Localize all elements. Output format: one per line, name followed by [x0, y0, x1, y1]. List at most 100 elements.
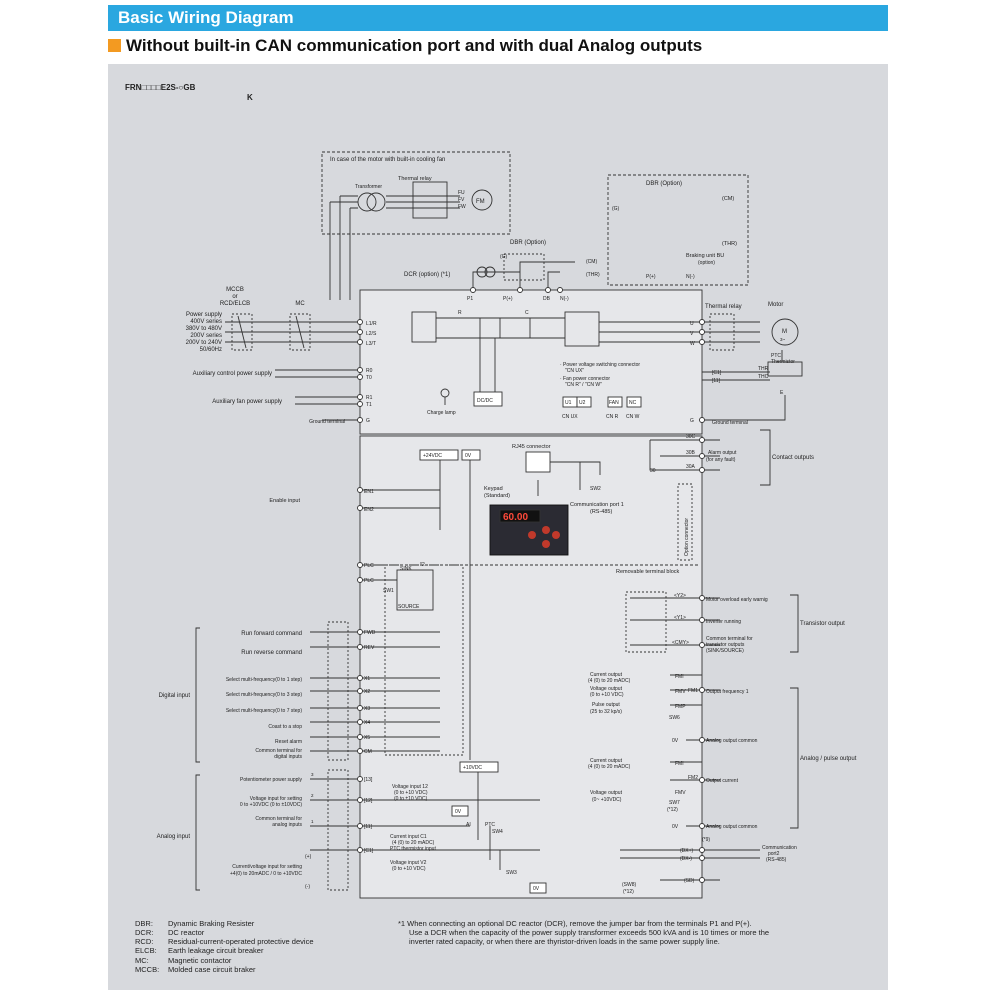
t-30c: 30C [686, 434, 696, 440]
power-380v-label: 380V to 480V [186, 326, 222, 332]
t-fwd: FWD [364, 630, 376, 636]
v12-label3: (0 to ±10 VDC) [394, 796, 428, 802]
legend-mccb-key: MCCB: [135, 965, 159, 974]
output-current-label: Output current [706, 778, 739, 784]
thermal-relay-label: Thermal relay [398, 176, 432, 182]
t-dxp: (DX+) [680, 848, 694, 854]
fm-label: FM [476, 199, 485, 205]
dcdc-label: DC/DC [477, 398, 493, 404]
plus-label: (+) [305, 854, 312, 860]
t-c1: [C1] [364, 848, 374, 854]
footnote-line2: Use a DCR when the capacity of the power… [409, 928, 769, 937]
power-section-box [359, 289, 703, 435]
transformer-label: Transformer [355, 184, 382, 190]
braking-unit-label: Braking unit BU [686, 253, 724, 259]
subtitle-text: Without built-in CAN communication port … [126, 36, 703, 55]
sw3-label: SW3 [506, 870, 517, 876]
t-x3: X3 [364, 706, 370, 712]
sw8-label: (SW8) [622, 882, 637, 888]
t-sd: (SD) [684, 878, 695, 884]
t-r0: R0 [366, 368, 373, 374]
t-l3t: L3/T [366, 341, 376, 347]
e-label: E [780, 390, 784, 396]
or-label: or [232, 294, 237, 300]
comm2-label2: port2 [768, 851, 780, 857]
vin-label2: 0 to +10VDC (0 to ±10VDC) [240, 802, 302, 808]
t-l1r: L1/R [366, 321, 377, 327]
com-label2: analog inputs [272, 822, 302, 828]
t-cm: CM [364, 749, 372, 755]
analog-input-group: Analog input [157, 834, 191, 840]
cooling-fan-title: In case of the motor with built-in cooli… [330, 157, 445, 163]
thermistor-label: Thermistor [771, 359, 795, 365]
t-cmy: <CMY> [672, 640, 689, 646]
t-g2: G [690, 418, 694, 424]
aux-fan-label: Auxiliary fan power supply [212, 399, 282, 405]
dbr-box-cm: (CM) [722, 196, 734, 202]
t-30b: 30B [686, 450, 696, 456]
v2-label1: Voltage input V2 [390, 860, 427, 866]
dbr-small-thr: (THR) [586, 272, 600, 278]
v2-label2: (0 to +10 VDC) [392, 866, 426, 872]
v24-label: +24VDC [423, 453, 442, 459]
pot-pin-2: 2 [311, 793, 314, 798]
plc-label: PLC [364, 563, 374, 569]
volt2-label: Voltage output [590, 790, 623, 796]
comm2-label3: (RS-485) [766, 857, 787, 863]
footnote-line3: inverter rated capacity, or when there a… [409, 937, 720, 946]
legend-dbr-key: DBR: [135, 919, 153, 928]
ground-terminal-label: Ground terminal [309, 419, 345, 425]
thc-label: THC [758, 374, 769, 380]
ai-label: AI [466, 822, 471, 828]
sw7-label: SW7 [669, 800, 680, 806]
cv-label2: +4(0) to 20mADC / 0 to +10VDC [230, 871, 302, 877]
braking-unit-sub: (option) [698, 260, 715, 266]
v12-label1: Voltage input 12 [392, 784, 428, 790]
dbr-small-title: DBR (Option) [510, 240, 546, 246]
aoc2-label: Analog output common [706, 824, 758, 830]
cmy-desc1: Common terminal for [706, 636, 753, 642]
v12-label2: (0 to +10 VDC) [394, 790, 428, 796]
t-r1: R1 [366, 395, 373, 401]
cur1-label: Current output [590, 672, 623, 678]
digital-input-group: Digital input [159, 693, 191, 699]
rcd-label: RCD/ELCB [220, 301, 250, 307]
volt2-sub: (0~ +10VDC) [592, 797, 622, 803]
cn-ux-label: CN UX [562, 414, 578, 420]
ai-0v-b-label: 0V [533, 886, 540, 892]
t-y2: <Y2> [674, 593, 686, 599]
t-fm1: FM1 [688, 688, 698, 694]
subtitle-bullet-icon [108, 39, 121, 52]
t-fm2: FM2 [688, 775, 698, 781]
t-v: V [690, 331, 694, 337]
legend-rcd-val: Residual-current-operated protective dev… [168, 937, 314, 946]
t-12: [12] [364, 798, 373, 804]
page-subtitle: Without built-in CAN communication port … [108, 36, 702, 56]
fv-label: FV [458, 197, 465, 203]
motor-icon [771, 318, 799, 346]
t-fmp: FMP [675, 704, 686, 710]
t-t0: T0 [366, 375, 372, 381]
p-label: P(+) [503, 296, 513, 302]
en1-label: EN1 [364, 489, 374, 495]
motor-title: Motor [768, 302, 783, 308]
minus-label: (-) [305, 884, 310, 890]
sw1-label: SW1 [383, 588, 394, 594]
fu-label: FU [458, 190, 465, 196]
sw8-sub: (*12) [623, 889, 634, 895]
fan-connector-label: · Fan power connector [560, 376, 610, 382]
power-200v-label: 200V series [190, 333, 222, 339]
pulse-label: Pulse output [592, 702, 620, 708]
dbr-box-n: N(-) [686, 274, 695, 280]
ptc-label: PTC [771, 353, 781, 359]
cur2-sub: (4 (0) to 20 mADC) [588, 764, 631, 770]
dbr-box-thr: (THR) [722, 241, 737, 247]
power-200-240-label: 200V to 240V [186, 340, 222, 346]
fw-label: FW [458, 204, 466, 210]
p1-label: P1 [467, 296, 473, 302]
motor-c1: [C1] [712, 370, 722, 376]
rev-desc: Run reverse command [241, 650, 302, 656]
sw7-sub: (*12) [667, 807, 678, 813]
sw4-label: SW4 [492, 829, 503, 835]
u2-label: U2 [579, 400, 586, 406]
